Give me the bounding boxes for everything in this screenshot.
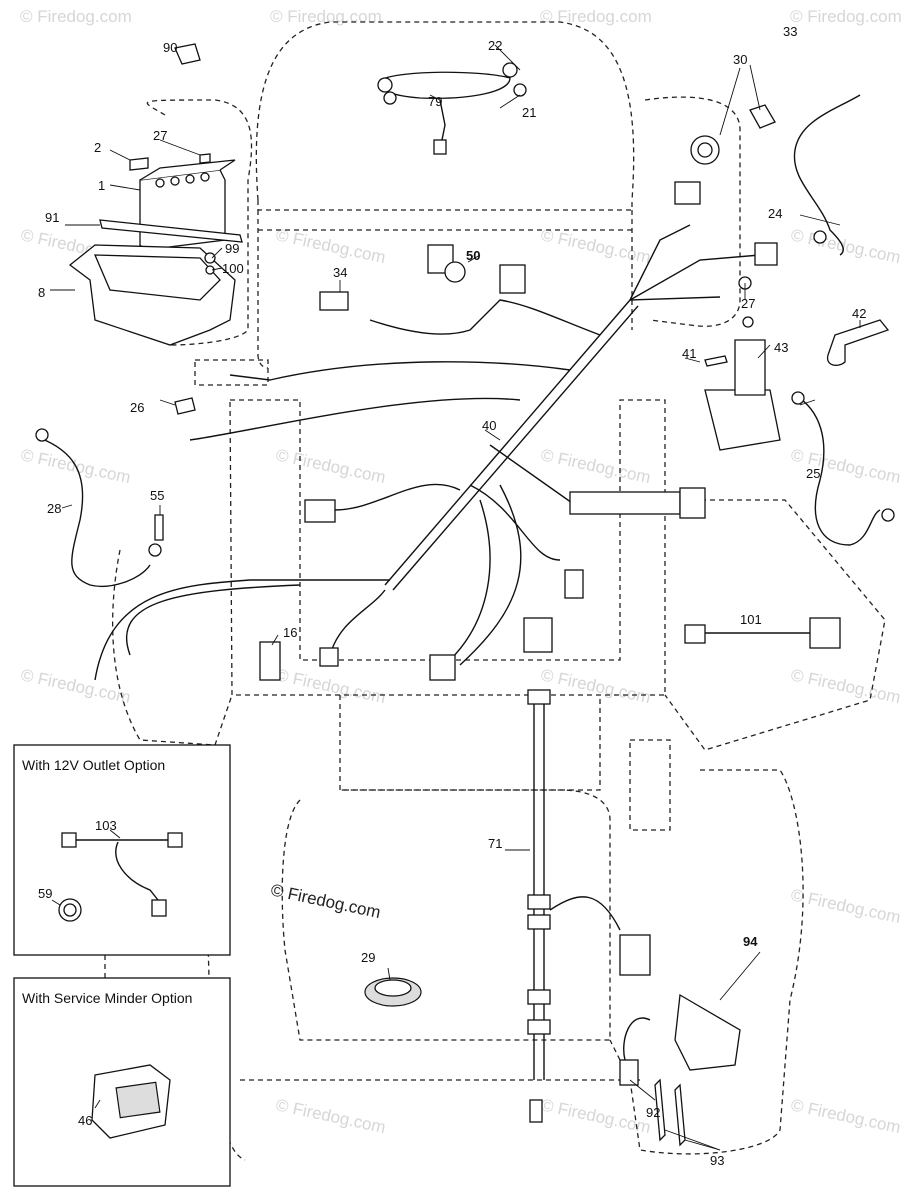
terminal-boot [826,319,890,366]
ground-bolt [154,514,164,541]
callout-33: 33 [783,24,797,39]
callout-40: 40 [482,418,496,433]
callout-92: 92 [646,1105,660,1120]
callout-16: 16 [283,625,297,640]
watermark: © Firedog.com [19,665,132,707]
headlight-harness [377,62,527,155]
callouts: 90 2 27 1 91 99 100 8 22 79 21 30 33 24 … [38,24,866,1168]
solenoid-bolt [704,355,728,367]
callout-99: 99 [225,241,239,256]
callout-55: 55 [150,488,164,503]
callout-41: 41 [682,346,696,361]
callout-25: 25 [806,466,820,481]
callout-22: 22 [488,38,502,53]
watermark: © Firedog.com [539,445,652,487]
callout-26: 26 [130,400,144,415]
callout-46: 46 [78,1113,92,1128]
relay [174,43,201,65]
callout-59: 59 [38,886,52,901]
ignition-key [749,104,776,129]
battery-cable-positive [793,94,861,256]
callout-42: 42 [852,306,866,321]
watermark: © Firedog.com [274,665,387,707]
watermark: © Firedog.com [274,225,387,267]
watermark: © Firedog.com [20,7,132,26]
callout-103: 103 [95,818,117,833]
watermark-center: © Firedog.com [269,880,382,922]
callout-34: 34 [333,265,347,280]
callout-71: 71 [488,836,502,851]
callout-21: 21 [522,105,536,120]
harness-71 [523,617,651,1123]
callout-24: 24 [768,206,782,221]
chassis-outline [111,21,886,1161]
watermark: © Firedog.com [270,7,382,26]
solenoid [734,339,766,396]
battery-assembly [68,43,243,346]
callout-101: 101 [740,612,762,627]
callout-29: 29 [361,950,375,965]
solenoid-assembly [704,276,895,546]
callout-28: 28 [47,501,61,516]
watermark: © Firedog.com [540,7,652,26]
inset-title-outlet: With 12V Outlet Option [22,757,165,773]
seat-switch [259,641,281,681]
battery-bolt [129,157,149,171]
watermark: © Firedog.com [274,445,387,487]
battery-cable-negative [794,394,881,546]
callout-27: 27 [153,128,167,143]
watermark: © Firedog.com [789,665,902,707]
horn [364,977,422,1007]
solenoid-bracket [704,389,781,451]
watermark: © Firedog.com [539,665,652,707]
callout-2: 2 [94,140,101,155]
watermark: © Firedog.com [789,225,902,267]
watermark: © Firedog.com [539,225,652,267]
watermark: © Firedog.com [789,1095,902,1137]
harness-branch [569,491,681,515]
callout-90: 90 [163,40,177,55]
watermark: © Firedog.com [789,885,902,927]
ground-cable [39,437,151,587]
callout-100: 100 [222,261,244,276]
inset-title-service: With Service Minder Option [22,990,192,1006]
main-harness [94,181,778,681]
callout-1: 1 [98,178,105,193]
callout-43: 43 [774,340,788,355]
fuse [174,397,196,415]
callout-30: 30 [733,52,747,67]
callout-79: 79 [428,94,442,109]
callout-50: 50 [466,248,480,263]
ground-assembly [35,397,196,587]
sensor-assembly [619,993,741,1147]
battery-hold-down [99,219,243,243]
leader-lines [50,44,861,1151]
callout-27-solenoid: 27 [741,296,755,311]
watermark: © Firedog.com [274,1095,387,1137]
callout-8: 8 [38,285,45,300]
callout-93: 93 [710,1153,724,1168]
inset-service-minder: With Service Minder Option 46 [13,977,231,1187]
callout-94: 94 [743,934,758,949]
light-switch [319,291,349,311]
ignition-assembly [690,94,861,256]
watermark: © Firedog.com [790,7,902,26]
inset-12v-outlet: With 12V Outlet Option 103 59 [13,744,231,956]
callout-91: 91 [45,210,59,225]
